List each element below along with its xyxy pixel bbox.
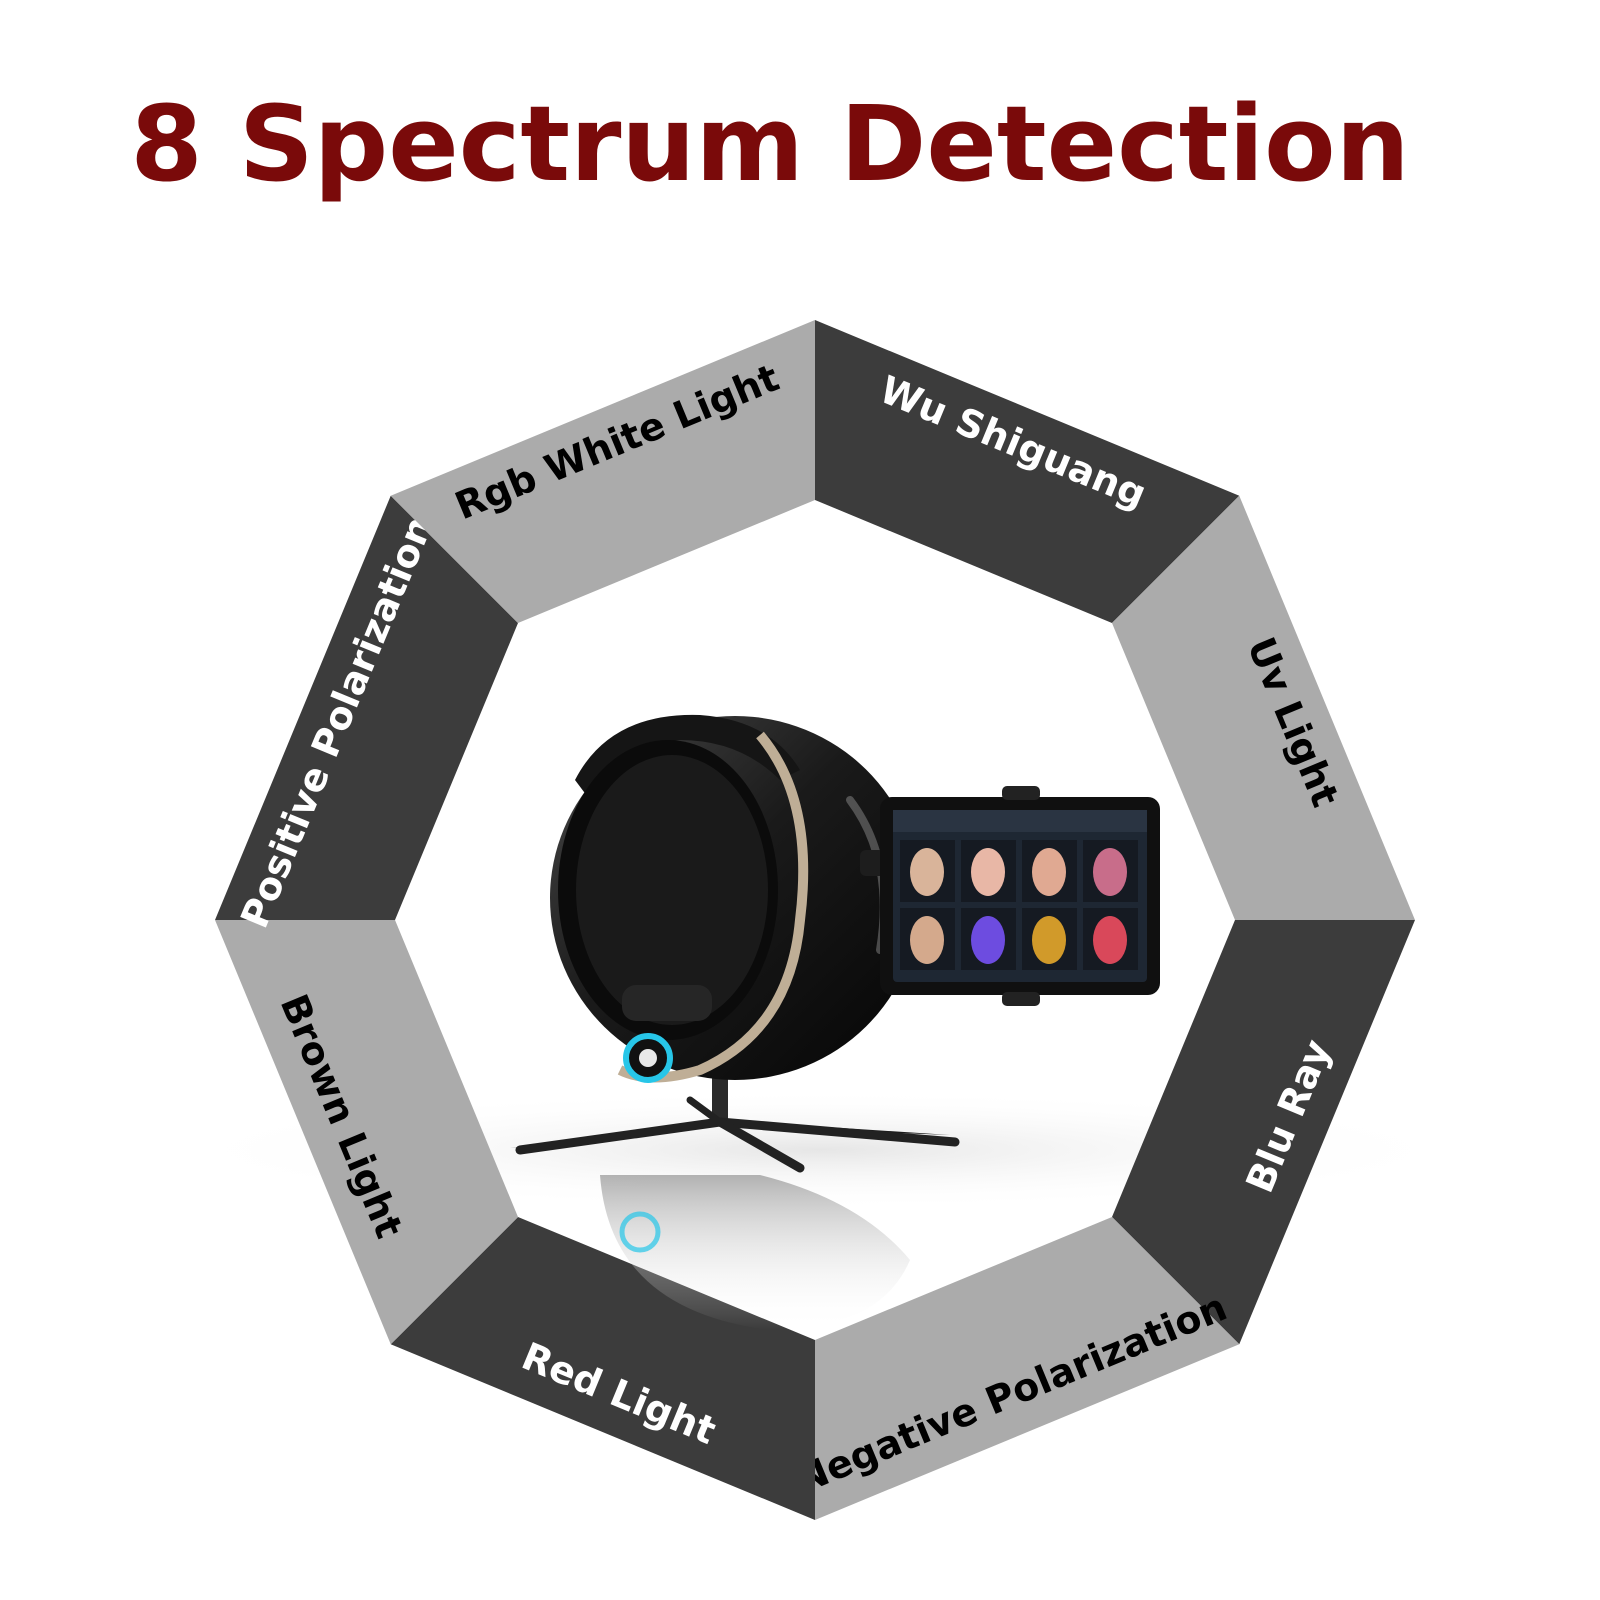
skin-analyzer-device-icon — [510, 714, 1160, 1330]
spectrum-segment — [215, 495, 519, 920]
spectrum-segment — [1111, 920, 1415, 1345]
device-reflection — [600, 1175, 910, 1330]
face-scan-thumbnail-icon — [1032, 848, 1066, 896]
face-thumbnails — [900, 840, 1138, 970]
spectrum-segment — [815, 1216, 1240, 1520]
face-scan-thumbnail-icon — [910, 916, 944, 964]
device-trim — [617, 731, 809, 1083]
tablet-screen-icon — [880, 786, 1160, 1006]
spectrum-segment — [390, 320, 815, 624]
stand-icon — [510, 1078, 960, 1173]
face-scan-thumbnail-icon — [1093, 848, 1127, 896]
spectrum-segment — [815, 320, 1240, 624]
spectrum-segment — [390, 1216, 815, 1520]
face-scan-thumbnail-icon — [1093, 916, 1127, 964]
spectrum-segment — [215, 920, 519, 1345]
face-scan-thumbnail-icon — [1032, 916, 1066, 964]
device-hood — [575, 714, 800, 800]
page-title: 8 Spectrum Detection — [130, 83, 1410, 205]
face-scan-thumbnail-icon — [910, 848, 944, 896]
face-scan-thumbnail-icon — [971, 916, 1005, 964]
reflection-ring-icon — [619, 1211, 661, 1253]
spectrum-segment — [1111, 495, 1415, 920]
face-scan-thumbnail-icon — [971, 848, 1005, 896]
